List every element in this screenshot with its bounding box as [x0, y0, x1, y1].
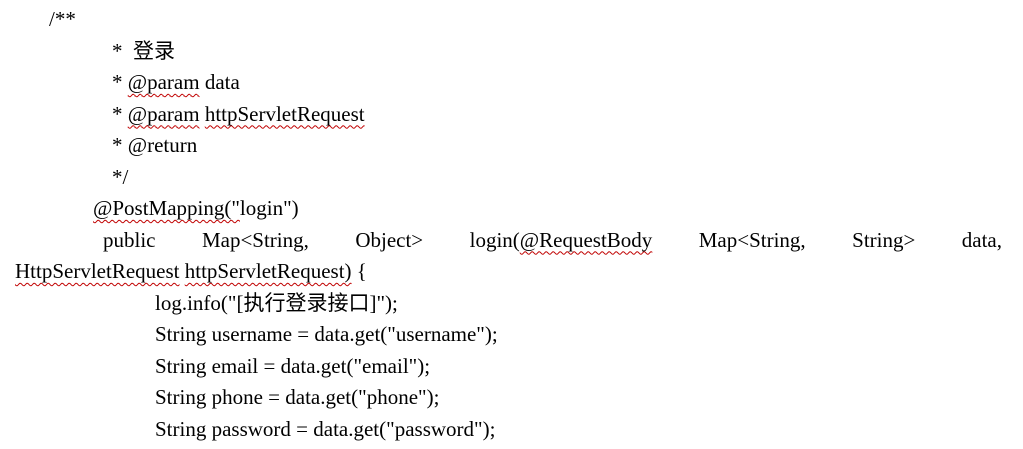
- javadoc-return-line-text-0: * @return: [112, 133, 198, 157]
- username-statement-line: String username = data.get("username");: [155, 319, 1002, 351]
- javadoc-param-request-line: * @param httpServletRequest: [112, 99, 1002, 131]
- email-statement-line-text-0: String email = data.get("email");: [155, 353, 431, 378]
- method-signature-line: public Map<String, Object> login(@Reques…: [15, 225, 1002, 257]
- javadoc-open-line: /**: [49, 4, 1002, 36]
- javadoc-param-request-line-text-0: *: [112, 101, 128, 126]
- javadoc-close-line-text-0: */: [112, 164, 129, 189]
- username-statement-line-text-0: String username = data.get("username");: [155, 322, 498, 346]
- javadoc-param-data-line-text-0: *: [112, 70, 128, 94]
- javadoc-title-line-text-0: * 登录: [112, 38, 175, 63]
- phone-statement-line-text-0: String phone = data.get("phone");: [155, 385, 440, 409]
- password-statement-line-text-0: String password = data.get("password");: [155, 416, 496, 441]
- method-signature-wrap-line-text-3: {: [351, 259, 367, 283]
- postmapping-annotation-line-misspelled-word-0: @PostMapping(": [93, 196, 240, 220]
- method-signature-wrap-line-misspelled-word-2: httpServletRequest): [184, 259, 352, 283]
- log-info-statement-line-text-0: log.info("[执行登录接口]");: [155, 290, 398, 315]
- javadoc-title-line: * 登录: [112, 36, 1002, 68]
- javadoc-param-request-line-misspelled-word-3: httpServletRequest: [204, 101, 365, 126]
- method-signature-wrap-line-misspelled-word-0: HttpServletRequest: [15, 259, 180, 283]
- log-info-statement-line: log.info("[执行登录接口]");: [155, 288, 1002, 320]
- method-signature-line-text-2: Map<String, String> data,: [652, 227, 1003, 252]
- method-signature-line-misspelled-word-1: @RequestBody: [519, 227, 653, 252]
- javadoc-param-data-line: * @param data: [112, 67, 1002, 99]
- postmapping-annotation-line-text-1: login"): [239, 196, 299, 220]
- javadoc-open-line-text-0: /**: [49, 7, 76, 31]
- javadoc-close-line: */: [112, 162, 1002, 194]
- method-signature-line-text-0: public Map<String, Object> login(: [103, 227, 520, 252]
- javadoc-param-request-line-misspelled-word-1: @param: [127, 101, 200, 126]
- javadoc-param-data-line-misspelled-word-1: @param: [127, 70, 200, 94]
- email-statement-line: String email = data.get("email");: [155, 351, 1002, 383]
- password-statement-line: String password = data.get("password");: [155, 414, 1002, 446]
- postmapping-annotation-line: @PostMapping("login"): [93, 193, 1002, 225]
- method-signature-wrap-line: HttpServletRequest httpServletRequest) {: [15, 256, 1002, 288]
- document-body: /*** 登录* @param data* @param httpServlet…: [15, 4, 1002, 445]
- javadoc-param-data-line-text-2: data: [199, 70, 240, 94]
- phone-statement-line: String phone = data.get("phone");: [155, 382, 1002, 414]
- javadoc-return-line: * @return: [112, 130, 1002, 162]
